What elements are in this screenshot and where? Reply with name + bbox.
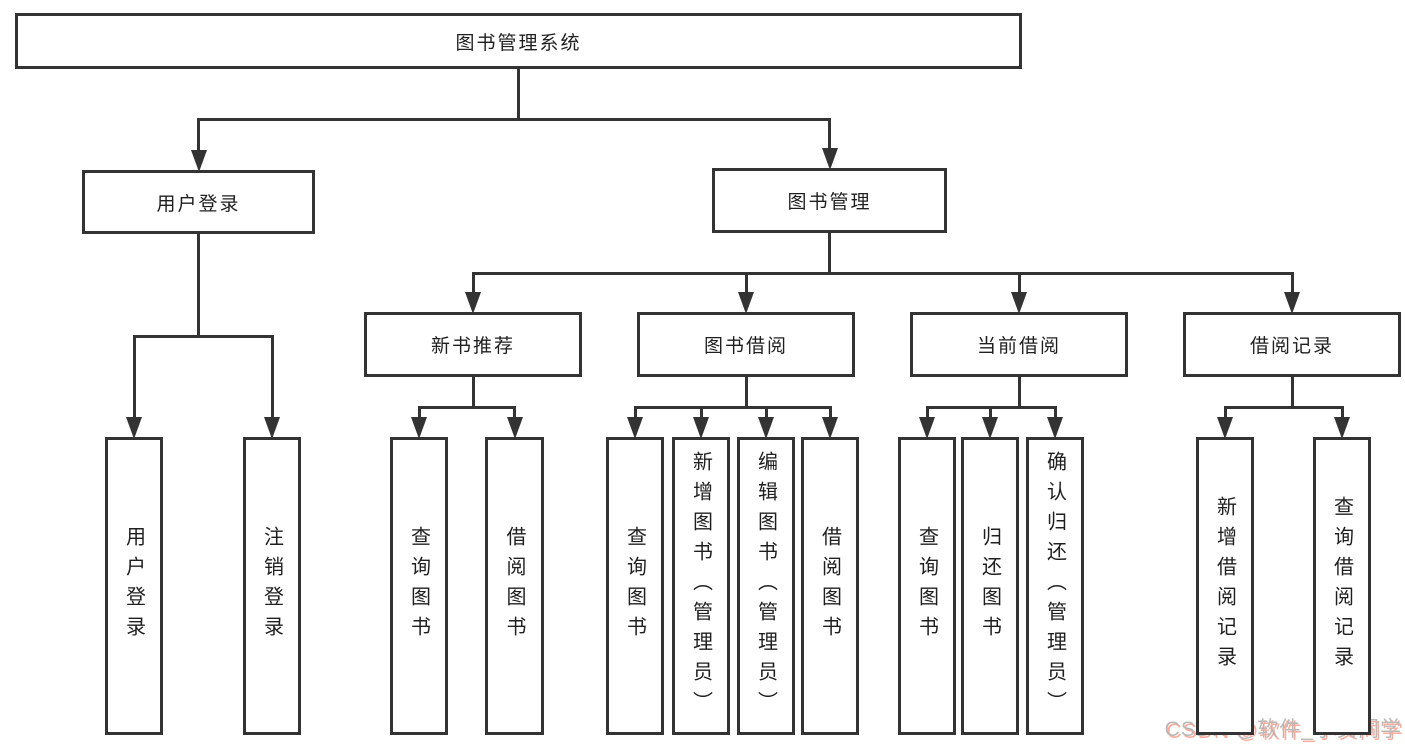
connector-line	[744, 273, 748, 292]
connector-line	[764, 407, 768, 417]
arrow-down-icon	[693, 417, 709, 439]
connector-line	[132, 334, 274, 338]
connector-line	[513, 407, 516, 417]
arrow-down-icon	[1284, 292, 1300, 314]
leaf-query-book-bor-node: 查询图书	[606, 437, 664, 735]
leaf-add-record-node: 新增借阅记录	[1196, 437, 1254, 735]
new-book-recommend-node: 新书推荐	[364, 312, 582, 377]
leaf-query-book-rec-label: 查询图书	[407, 526, 430, 646]
leaf-logout-node: 注销登录	[243, 437, 301, 735]
connector-line	[1017, 273, 1021, 292]
connector-line	[1223, 407, 1227, 417]
connector-line	[270, 336, 274, 417]
connector-line	[828, 407, 832, 417]
root-node: 图书管理系统	[15, 13, 1022, 69]
leaf-add-book-admin-label: 新增图书（管理员）	[689, 451, 712, 721]
leaf-confirm-return-label: 确认归还（管理员）	[1043, 451, 1066, 721]
arrow-down-icon	[1217, 417, 1233, 439]
connector-line	[417, 407, 421, 417]
leaf-query-book-cur-label: 查询图书	[915, 526, 938, 646]
connector-line	[633, 407, 637, 417]
leaf-user-login-label: 用户登录	[122, 526, 145, 646]
leaf-add-book-admin-node: 新增图书（管理员）	[672, 437, 730, 735]
leaf-confirm-return-node: 确认归还（管理员）	[1026, 437, 1084, 735]
connector-line	[132, 336, 136, 417]
root-label: 图书管理系统	[455, 32, 582, 54]
book-management-node: 图书管理	[712, 168, 947, 233]
user-login-node: 用户登录	[82, 170, 315, 234]
leaf-borrow-book-bor-node: 借阅图书	[801, 437, 859, 735]
leaf-query-record-node: 查询借阅记录	[1313, 437, 1371, 735]
connector-line	[471, 271, 1294, 275]
borrow-record-label: 借阅记录	[1249, 336, 1334, 357]
connector-line	[1017, 377, 1021, 407]
leaf-return-book-label: 归还图书	[978, 526, 1001, 646]
leaf-borrow-book-rec-label: 借阅图书	[503, 526, 525, 646]
user-login-label: 用户登录	[156, 193, 241, 215]
connector-line	[988, 407, 992, 417]
leaf-query-record-label: 查询借阅记录	[1330, 496, 1353, 676]
leaf-return-book-node: 归还图书	[961, 437, 1019, 735]
connector-line	[828, 233, 831, 273]
leaf-borrow-book-rec-node: 借阅图书	[485, 437, 544, 735]
book-borrow-label: 图书借阅	[703, 336, 788, 357]
arrow-down-icon	[982, 417, 998, 439]
leaf-add-record-label: 新增借阅记录	[1213, 496, 1236, 676]
connector-line	[828, 119, 831, 148]
current-borrow-node: 当前借阅	[910, 312, 1128, 377]
connector-line	[517, 69, 520, 119]
arrow-down-icon	[126, 417, 142, 439]
arrow-down-icon	[738, 292, 754, 314]
connector-line	[699, 407, 703, 417]
connector-line	[1290, 377, 1294, 407]
leaf-borrow-book-bor-label: 借阅图书	[818, 526, 841, 646]
connector-line	[471, 273, 475, 292]
arrow-down-icon	[411, 417, 427, 439]
leaf-edit-book-admin-node: 编辑图书（管理员）	[737, 437, 795, 735]
connector-line	[1053, 407, 1057, 417]
connector-line	[744, 377, 748, 407]
connector-line	[633, 405, 832, 409]
arrow-down-icon	[506, 417, 523, 439]
connector-line	[1223, 405, 1344, 409]
arrow-down-icon	[190, 150, 207, 172]
leaf-query-book-bor-label: 查询图书	[623, 526, 646, 646]
book-management-label: 图书管理	[787, 192, 872, 213]
connector-line	[925, 407, 929, 417]
arrow-down-icon	[758, 417, 774, 439]
arrow-down-icon	[1047, 417, 1063, 439]
leaf-query-book-rec-node: 查询图书	[390, 437, 448, 735]
connector-line	[1340, 407, 1344, 417]
current-borrow-label: 当前借阅	[976, 336, 1061, 357]
connector-line	[197, 117, 831, 121]
connector-line	[197, 119, 200, 150]
arrow-down-icon	[822, 417, 838, 439]
arrow-down-icon	[1334, 417, 1350, 439]
arrow-down-icon	[627, 417, 643, 439]
connector-line	[417, 405, 516, 409]
borrow-record-node: 借阅记录	[1183, 312, 1401, 377]
arrow-down-icon	[465, 292, 481, 314]
arrow-down-icon	[919, 417, 935, 439]
arrow-down-icon	[1011, 292, 1027, 314]
connector-line	[197, 234, 200, 336]
leaf-logout-label: 注销登录	[260, 526, 283, 646]
leaf-query-book-cur-node: 查询图书	[898, 437, 956, 735]
new-book-recommend-label: 新书推荐	[430, 336, 515, 357]
arrow-down-icon	[264, 417, 280, 439]
arrow-down-icon	[821, 148, 838, 170]
leaf-user-login-node: 用户登录	[105, 437, 163, 735]
connector-line	[1290, 273, 1294, 292]
book-borrow-node: 图书借阅	[637, 312, 855, 377]
leaf-edit-book-admin-label: 编辑图书（管理员）	[754, 451, 777, 721]
connector-line	[471, 377, 475, 407]
